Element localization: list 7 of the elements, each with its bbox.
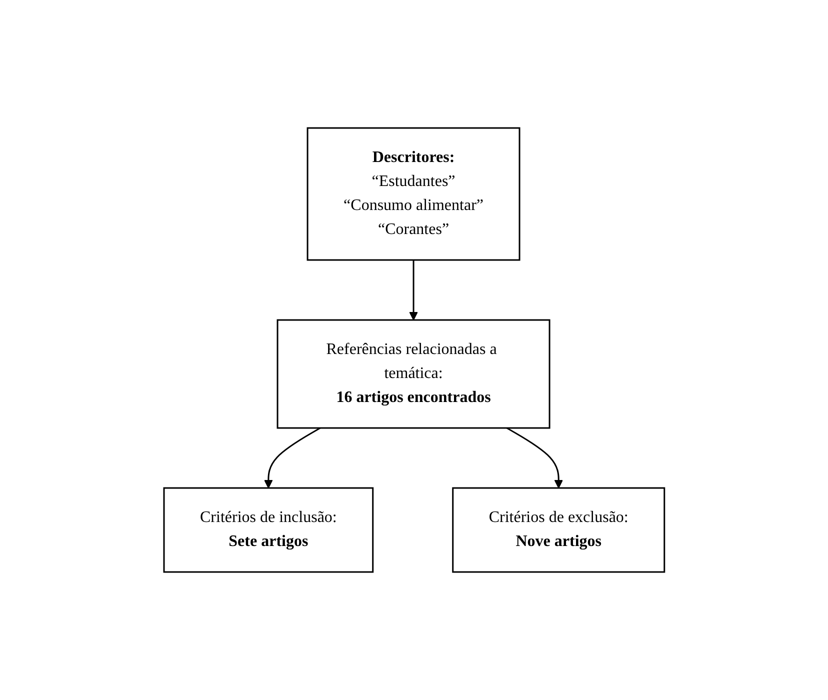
arrow (264, 427, 320, 488)
node-box: Critérios de inclusão: Sete artigos (163, 487, 374, 573)
arrow (408, 260, 418, 320)
node-box: Referências relacionadas a temática: 16 artigos encontrados (276, 319, 550, 429)
arrow (506, 427, 563, 488)
node-box: Descritores: “Estudantes” “Consumo alimentar” “Corantes” (306, 127, 520, 261)
node-box: Critérios de exclusão: Nove artigos (452, 487, 665, 573)
